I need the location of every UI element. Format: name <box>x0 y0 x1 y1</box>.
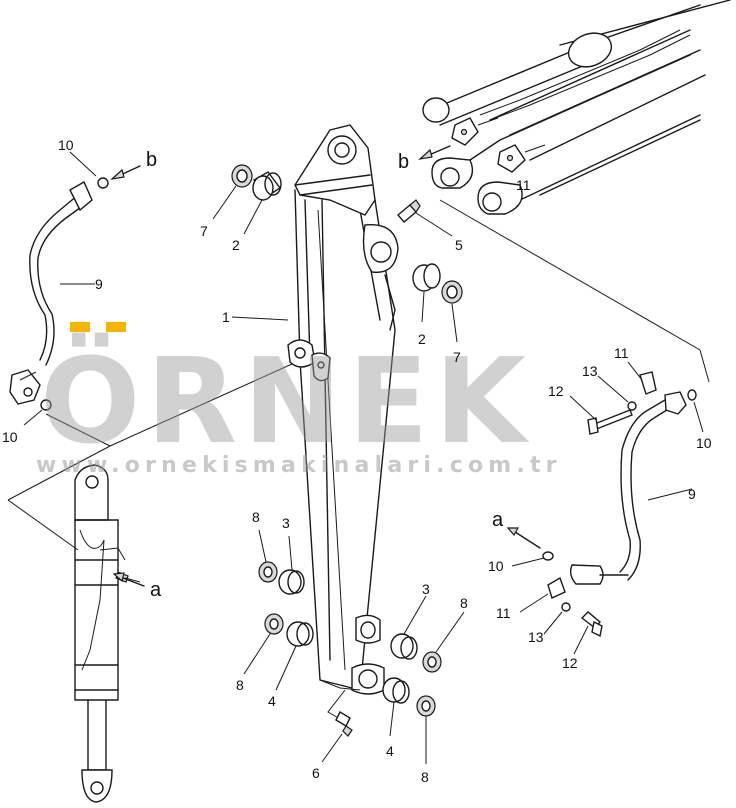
view-ref-b: b <box>146 149 157 171</box>
watermark-accent-left <box>70 322 90 332</box>
callout-labels: 1 2 2 3 3 4 4 5 6 7 7 8 8 8 8 9 9 10 10 … <box>2 137 712 785</box>
arm-assembly <box>287 124 399 721</box>
callout-5: 5 <box>455 237 463 253</box>
callout-8: 8 <box>460 595 468 611</box>
callout-10: 10 <box>696 435 712 451</box>
callout-12: 12 <box>548 383 564 399</box>
callout-8: 8 <box>421 769 429 785</box>
callout-7: 7 <box>200 223 208 239</box>
boom-assembly: 11 <box>422 0 731 215</box>
grease-fittings <box>335 199 421 737</box>
callout-10: 10 <box>58 137 74 153</box>
callout-4: 4 <box>386 743 394 759</box>
callout-2: 2 <box>232 237 240 253</box>
callout-11: 11 <box>496 605 511 621</box>
watermark: ÖRNEK www.ornekismakinalari.com.tr <box>36 322 562 478</box>
callout-4: 4 <box>268 693 276 709</box>
watermark-accent-right <box>106 322 126 332</box>
bucket-cylinder <box>74 464 129 803</box>
watermark-url: www.ornekismakinalari.com.tr <box>36 453 562 478</box>
callout-2: 2 <box>418 331 426 347</box>
callout-13: 13 <box>528 629 544 645</box>
view-ref-b: b <box>398 151 409 173</box>
callout-8: 8 <box>236 677 244 693</box>
callout-7: 7 <box>453 349 461 365</box>
o-ring-icon <box>40 399 52 411</box>
callout-9: 9 <box>95 276 103 292</box>
watermark-brand: ÖRNEK <box>40 332 532 470</box>
hose-left <box>9 181 93 405</box>
callout-3: 3 <box>282 515 290 531</box>
callout-10: 10 <box>2 429 18 445</box>
callout-11: 11 <box>614 345 629 361</box>
callout-9: 9 <box>688 486 696 502</box>
hose-right <box>542 371 697 638</box>
callout-12: 12 <box>562 655 578 671</box>
callout-8: 8 <box>252 509 260 525</box>
callout-10: 10 <box>488 558 504 574</box>
callout-3: 3 <box>422 581 430 597</box>
o-ring-icon <box>97 177 109 189</box>
callout-13: 13 <box>582 363 598 379</box>
bushings <box>231 164 463 717</box>
view-arrows <box>110 145 541 587</box>
callout-1: 1 <box>222 309 230 325</box>
leader-lines <box>7 151 710 764</box>
view-ref-a: a <box>150 579 162 601</box>
callout-6: 6 <box>312 765 320 781</box>
view-ref-a: a <box>492 509 504 531</box>
svg-text:11: 11 <box>516 177 531 193</box>
